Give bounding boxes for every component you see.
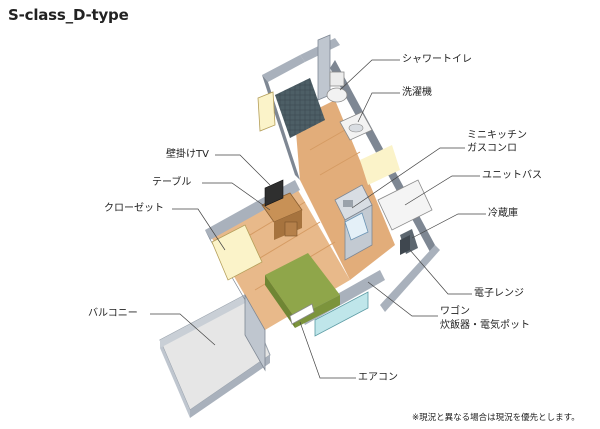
label-table: テーブル [152, 177, 192, 188]
label-mini-kitchen: ミニキッチン [467, 130, 527, 141]
label-washer: 洗濯機 [402, 87, 432, 98]
label-closet: クローゼット [104, 203, 164, 214]
plan-title: S-class_D-type [8, 6, 129, 24]
label-fridge: 冷蔵庫 [488, 208, 518, 219]
table-furniture [261, 192, 303, 240]
label-gas-stove: ガスコンロ [467, 143, 517, 154]
closet [211, 224, 263, 281]
label-microwave: 電子レンジ [474, 288, 524, 299]
label-wagon: ワゴン [440, 306, 470, 317]
balcony [159, 294, 271, 418]
fridge-microwave [400, 229, 418, 255]
label-unit-bath: ユニットバス [482, 170, 542, 181]
label-wall-tv: 壁掛けTV [166, 149, 209, 160]
label-balcony: バルコニー [88, 308, 138, 319]
label-aircon: エアコン [358, 372, 398, 383]
footnote: ※現況と異なる場合は現況を優先とします。 [412, 413, 580, 423]
label-shower-toilet: シャワートイレ [402, 54, 472, 65]
shower-toilet-area [257, 71, 348, 138]
leader-lines [150, 59, 486, 379]
wall-tv [264, 179, 284, 207]
bed [265, 253, 340, 328]
window [314, 291, 369, 337]
washing-machine [339, 111, 373, 141]
mini-kitchen [334, 184, 373, 261]
aircon-unit [289, 303, 315, 325]
label-rice-cooker-pot: 炊飯器・電気ポット [440, 320, 530, 331]
